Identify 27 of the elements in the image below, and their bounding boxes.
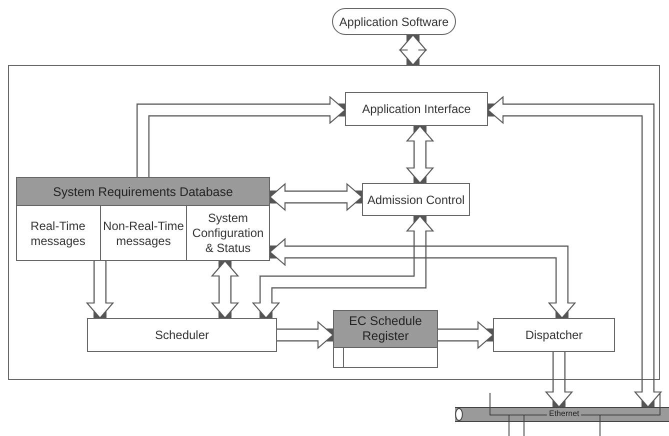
process-box: Admission Control	[362, 183, 470, 216]
software-pill: Application Software	[332, 8, 456, 35]
block-arrow	[86, 261, 114, 319]
cable-label: Ethernet	[547, 409, 582, 419]
block-arrow	[277, 321, 334, 349]
block-arrow	[438, 321, 494, 349]
process-box: Scheduler	[87, 318, 277, 352]
block-arrow	[252, 215, 434, 319]
block-arrow	[545, 352, 573, 408]
block-arrow	[406, 125, 434, 184]
process-box: Dispatcher	[493, 318, 615, 352]
block-arrow	[269, 183, 363, 211]
block-arrow	[487, 96, 662, 408]
table-column: Real-Time messages	[16, 206, 101, 261]
block-arrow	[211, 260, 239, 319]
block-arrow	[399, 34, 427, 66]
block-arrow	[269, 238, 576, 319]
ethernet-cable	[455, 407, 669, 422]
process-box: Application Interface	[345, 92, 488, 126]
register-header: EC Schedule Register	[334, 311, 437, 348]
database-header: System Requirements Database	[17, 178, 269, 206]
table-column: System Configuration & Status	[187, 206, 270, 261]
block-arrow	[136, 96, 346, 177]
system-frame	[8, 65, 660, 380]
register-box	[333, 310, 438, 368]
table-column: Non-Real-Time messages	[101, 206, 187, 261]
database-table	[16, 177, 270, 261]
